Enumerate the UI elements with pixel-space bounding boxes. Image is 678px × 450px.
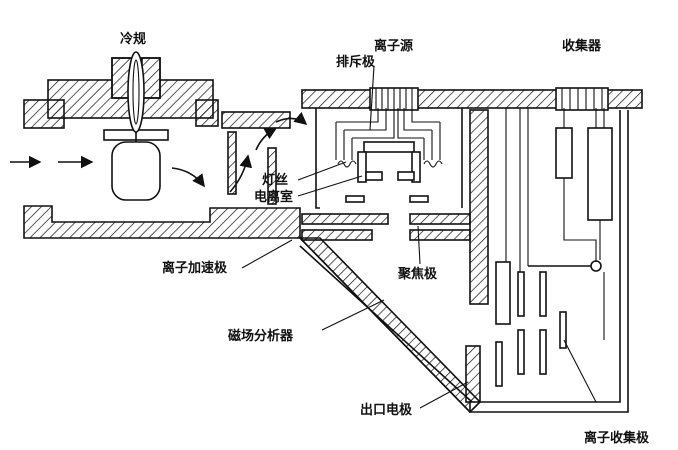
label-cold-gauge: 冷规 [120, 31, 146, 47]
inlet-baffle-top [221, 111, 291, 129]
label-filament: 灯丝 [262, 172, 288, 188]
inlet-baffle-2 [267, 147, 277, 205]
ion-source-chamber [315, 108, 463, 209]
label-collector: 收集器 [562, 38, 602, 54]
filament-left-coil [337, 160, 357, 168]
label-ion-source: 离子源 [374, 38, 413, 54]
ion-source-housing [301, 87, 643, 111]
leader-lines [241, 65, 469, 409]
lower-base [23, 205, 301, 239]
filament-right-coil [423, 160, 443, 168]
label-ion-collector-plate: 离子收集极 [584, 430, 650, 446]
exit-electrode-block [465, 345, 481, 403]
focus-electrodes [301, 213, 471, 241]
label-focus: 聚焦极 [397, 266, 438, 282]
inlet-baffle [227, 131, 237, 195]
cold-gauge-assembly [23, 51, 219, 201]
label-magnetic-analyzer: 磁场分析器 [228, 328, 294, 344]
label-ion-accelerator: 离子加速极 [162, 260, 228, 276]
label-ionization-chamber: 电离室 [254, 189, 293, 205]
collector-housing [465, 108, 629, 413]
repeller-plate [363, 141, 415, 153]
label-exit-electrode: 出口电极 [360, 402, 413, 418]
label-repeller: 排斥极 [336, 54, 376, 70]
magnetic-analyzer-tube [298, 237, 482, 414]
